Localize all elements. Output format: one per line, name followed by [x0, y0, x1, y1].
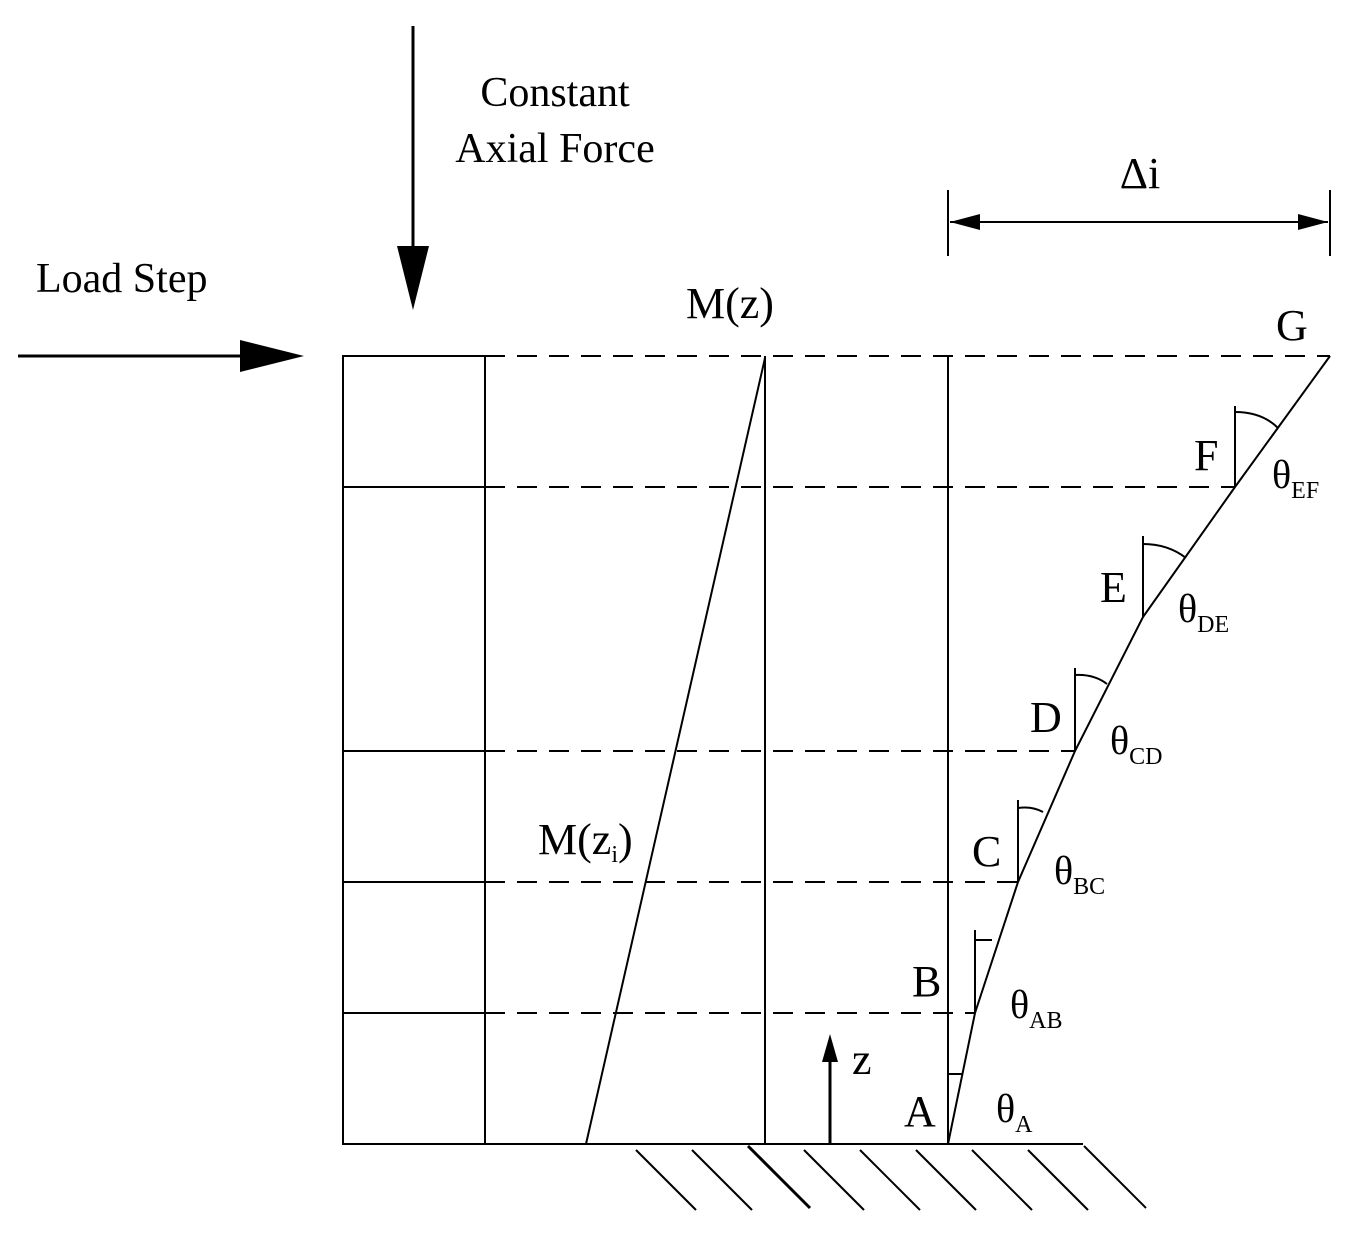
- angle-label-a: θA: [996, 1086, 1033, 1138]
- hatch-line: [971, 1149, 1033, 1211]
- point-label-d: D: [1030, 693, 1062, 742]
- angle-label-ef: θEF: [1272, 452, 1319, 504]
- hatch-line: [859, 1149, 921, 1211]
- moment-zi-label: M(zi): [538, 815, 633, 868]
- angle-arc-e: [1142, 543, 1187, 559]
- axial-force-arrow: [397, 26, 429, 310]
- axial-force-label-line1: Constant: [480, 70, 630, 116]
- angle-label-cd: θCD: [1110, 718, 1163, 770]
- load-step-label: Load Step: [36, 256, 207, 302]
- delta-label: Δi: [1120, 149, 1161, 198]
- rotation-markers: [947, 406, 1279, 1144]
- moment-zi-close: ): [618, 815, 633, 864]
- hatch-line: [803, 1149, 865, 1211]
- point-label-f: F: [1194, 431, 1218, 480]
- moment-zi-sub: i: [611, 842, 618, 868]
- hatch-line: [1027, 1149, 1089, 1211]
- angle-arc-c: [1017, 806, 1044, 813]
- ground: [343, 1143, 1147, 1211]
- point-label-a: A: [904, 1087, 936, 1136]
- delta-dimension: [947, 190, 1331, 256]
- level-lines: [485, 355, 1330, 1014]
- moment-diagram: [585, 356, 949, 1145]
- hatch-line: [746, 1144, 812, 1210]
- dimension-arrow-right: [1298, 214, 1328, 230]
- moment-line: [585, 357, 766, 1145]
- z-label: z: [852, 1035, 872, 1084]
- hatch-line: [1083, 1145, 1147, 1209]
- dimension-arrow-left: [950, 214, 980, 230]
- angle-label-bc: θBC: [1054, 848, 1105, 900]
- angle-label-de: θDE: [1178, 586, 1229, 638]
- moment-top-label: M(z): [686, 279, 774, 328]
- angle-arc-d: [1074, 673, 1108, 685]
- column: [342, 355, 486, 1145]
- angle-label-ab: θAB: [1010, 982, 1063, 1034]
- z-axis-arrow: [822, 1034, 838, 1144]
- hatch-line: [915, 1149, 977, 1211]
- point-label-c: C: [972, 827, 1001, 876]
- point-label-b: B: [912, 957, 941, 1006]
- hatch-line: [635, 1149, 697, 1211]
- point-label-g: G: [1276, 301, 1308, 350]
- hatch-line: [691, 1149, 753, 1211]
- load-step-arrow: [18, 340, 304, 372]
- point-label-e: E: [1100, 563, 1127, 612]
- axial-force-label-line2: Axial Force: [455, 126, 654, 172]
- angle-arc-f: [1234, 411, 1279, 429]
- moment-zi-main: M(z: [538, 815, 611, 864]
